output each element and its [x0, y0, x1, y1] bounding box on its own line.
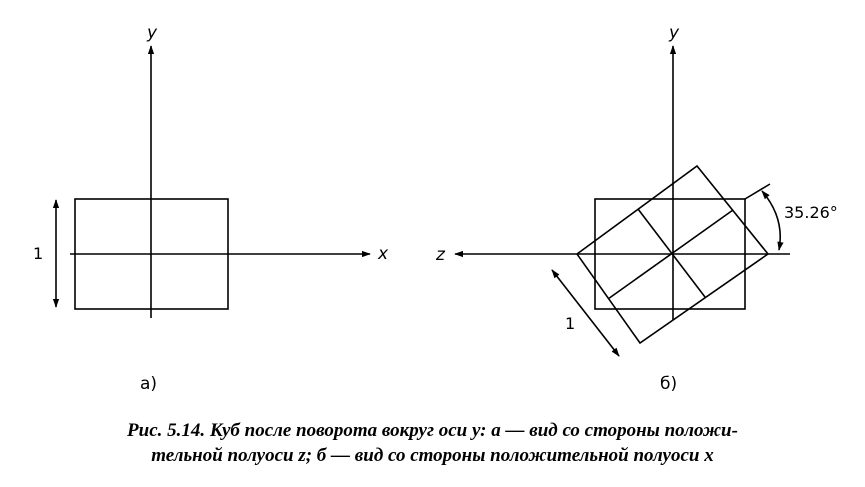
dimension-arrow-b	[551, 269, 620, 357]
x-axis-label-a: x	[377, 244, 389, 264]
dimension-label-a: 1	[33, 244, 43, 263]
y-axis-label-b: y	[668, 23, 680, 43]
angle-label: 35.26°	[784, 203, 838, 222]
sublabel-a: а)	[140, 374, 157, 394]
caption-line-2: тельной полуоси z; б — вид со стороны по…	[151, 445, 714, 466]
dimension-label-b: 1	[565, 314, 575, 333]
diagram-b	[454, 45, 790, 357]
angle-arc	[761, 190, 784, 251]
sublabel-b: б)	[660, 374, 677, 394]
caption-line-1: Рис. 5.14. Куб после поворота вокруг оси…	[127, 420, 738, 441]
figure-caption: Рис. 5.14. Куб после поворота вокруг оси…	[0, 418, 865, 468]
z-axis-label-b: z	[435, 245, 446, 265]
y-axis-label-a: y	[146, 23, 158, 43]
angle-extension-line	[744, 183, 771, 200]
diagram-a	[52, 45, 371, 318]
